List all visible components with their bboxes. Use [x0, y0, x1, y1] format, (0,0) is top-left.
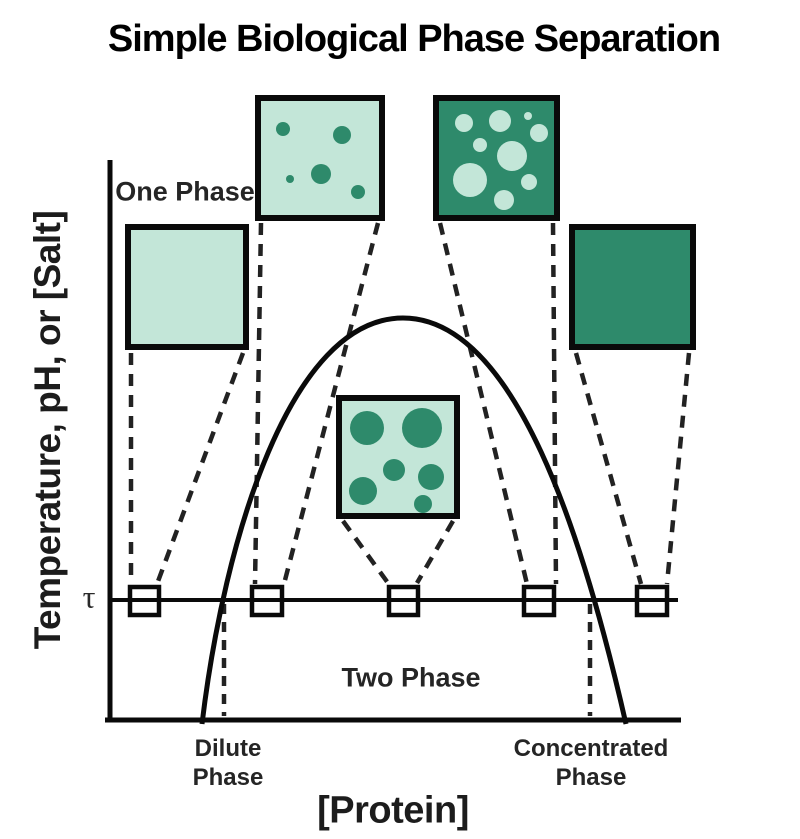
droplet [453, 163, 487, 197]
dilute-phase-line1: Dilute [194, 735, 262, 762]
sample-box-rect [255, 95, 385, 221]
cone-line [573, 352, 644, 585]
droplet [473, 138, 487, 152]
magnifier-cone-lines [128, 222, 692, 585]
sample-box-dilute-with-droplets [255, 95, 385, 221]
cone-line [341, 519, 390, 585]
droplet [350, 411, 384, 445]
tau-label: τ [82, 578, 96, 615]
concentrated-phase-label: Concentrated Phase [514, 734, 669, 792]
dilute-phase-line2: Phase [192, 764, 264, 791]
binodal-curve [199, 315, 629, 725]
droplet [455, 114, 473, 132]
sample-point-square-1 [127, 584, 162, 618]
two-phase-label: Two Phase [341, 662, 481, 693]
sample-box-concentrated-single-phase [569, 224, 696, 350]
droplet [276, 122, 290, 136]
sample-box-concentrated-with-droplets [433, 95, 560, 221]
concentrated-phase-line2: Phase [555, 764, 627, 791]
sample-point-square-4 [521, 584, 557, 618]
droplet [349, 477, 377, 505]
droplet [351, 185, 365, 199]
droplet [383, 459, 405, 481]
cone-line [415, 519, 455, 585]
droplet [489, 110, 511, 132]
sample-box-rect [125, 224, 249, 350]
sample-point-squares [127, 584, 670, 618]
sample-box-rect [569, 224, 696, 350]
cone-line [550, 222, 559, 585]
sample-box-mixed-two-phase [336, 395, 460, 519]
cone-line [252, 222, 264, 585]
sample-point-square-3 [386, 584, 421, 618]
cone-line [664, 352, 692, 585]
droplet [311, 164, 331, 184]
x-axis-label: [Protein] [317, 789, 469, 832]
concentrated-phase-line1: Concentrated [513, 735, 669, 762]
droplet [333, 126, 351, 144]
droplet [494, 190, 514, 210]
droplet [524, 112, 532, 120]
droplet [414, 495, 432, 513]
droplet [497, 141, 527, 171]
one-phase-label: One Phase [115, 176, 255, 207]
sample-point-square-2 [249, 584, 285, 618]
sample-point-square-5 [634, 584, 670, 618]
sample-boxes-layer [125, 95, 696, 519]
page-title: Simple Biological Phase Separation [107, 18, 721, 60]
droplet [402, 408, 442, 448]
cone-line [154, 352, 246, 585]
droplet [530, 124, 548, 142]
y-axis-label: Temperature, pH, or [Salt] [27, 210, 68, 650]
dilute-phase-label: Dilute Phase [193, 734, 264, 792]
droplet [521, 174, 537, 190]
sample-box-dilute-single-phase [125, 224, 249, 350]
droplet [418, 464, 444, 490]
droplet [286, 175, 294, 183]
